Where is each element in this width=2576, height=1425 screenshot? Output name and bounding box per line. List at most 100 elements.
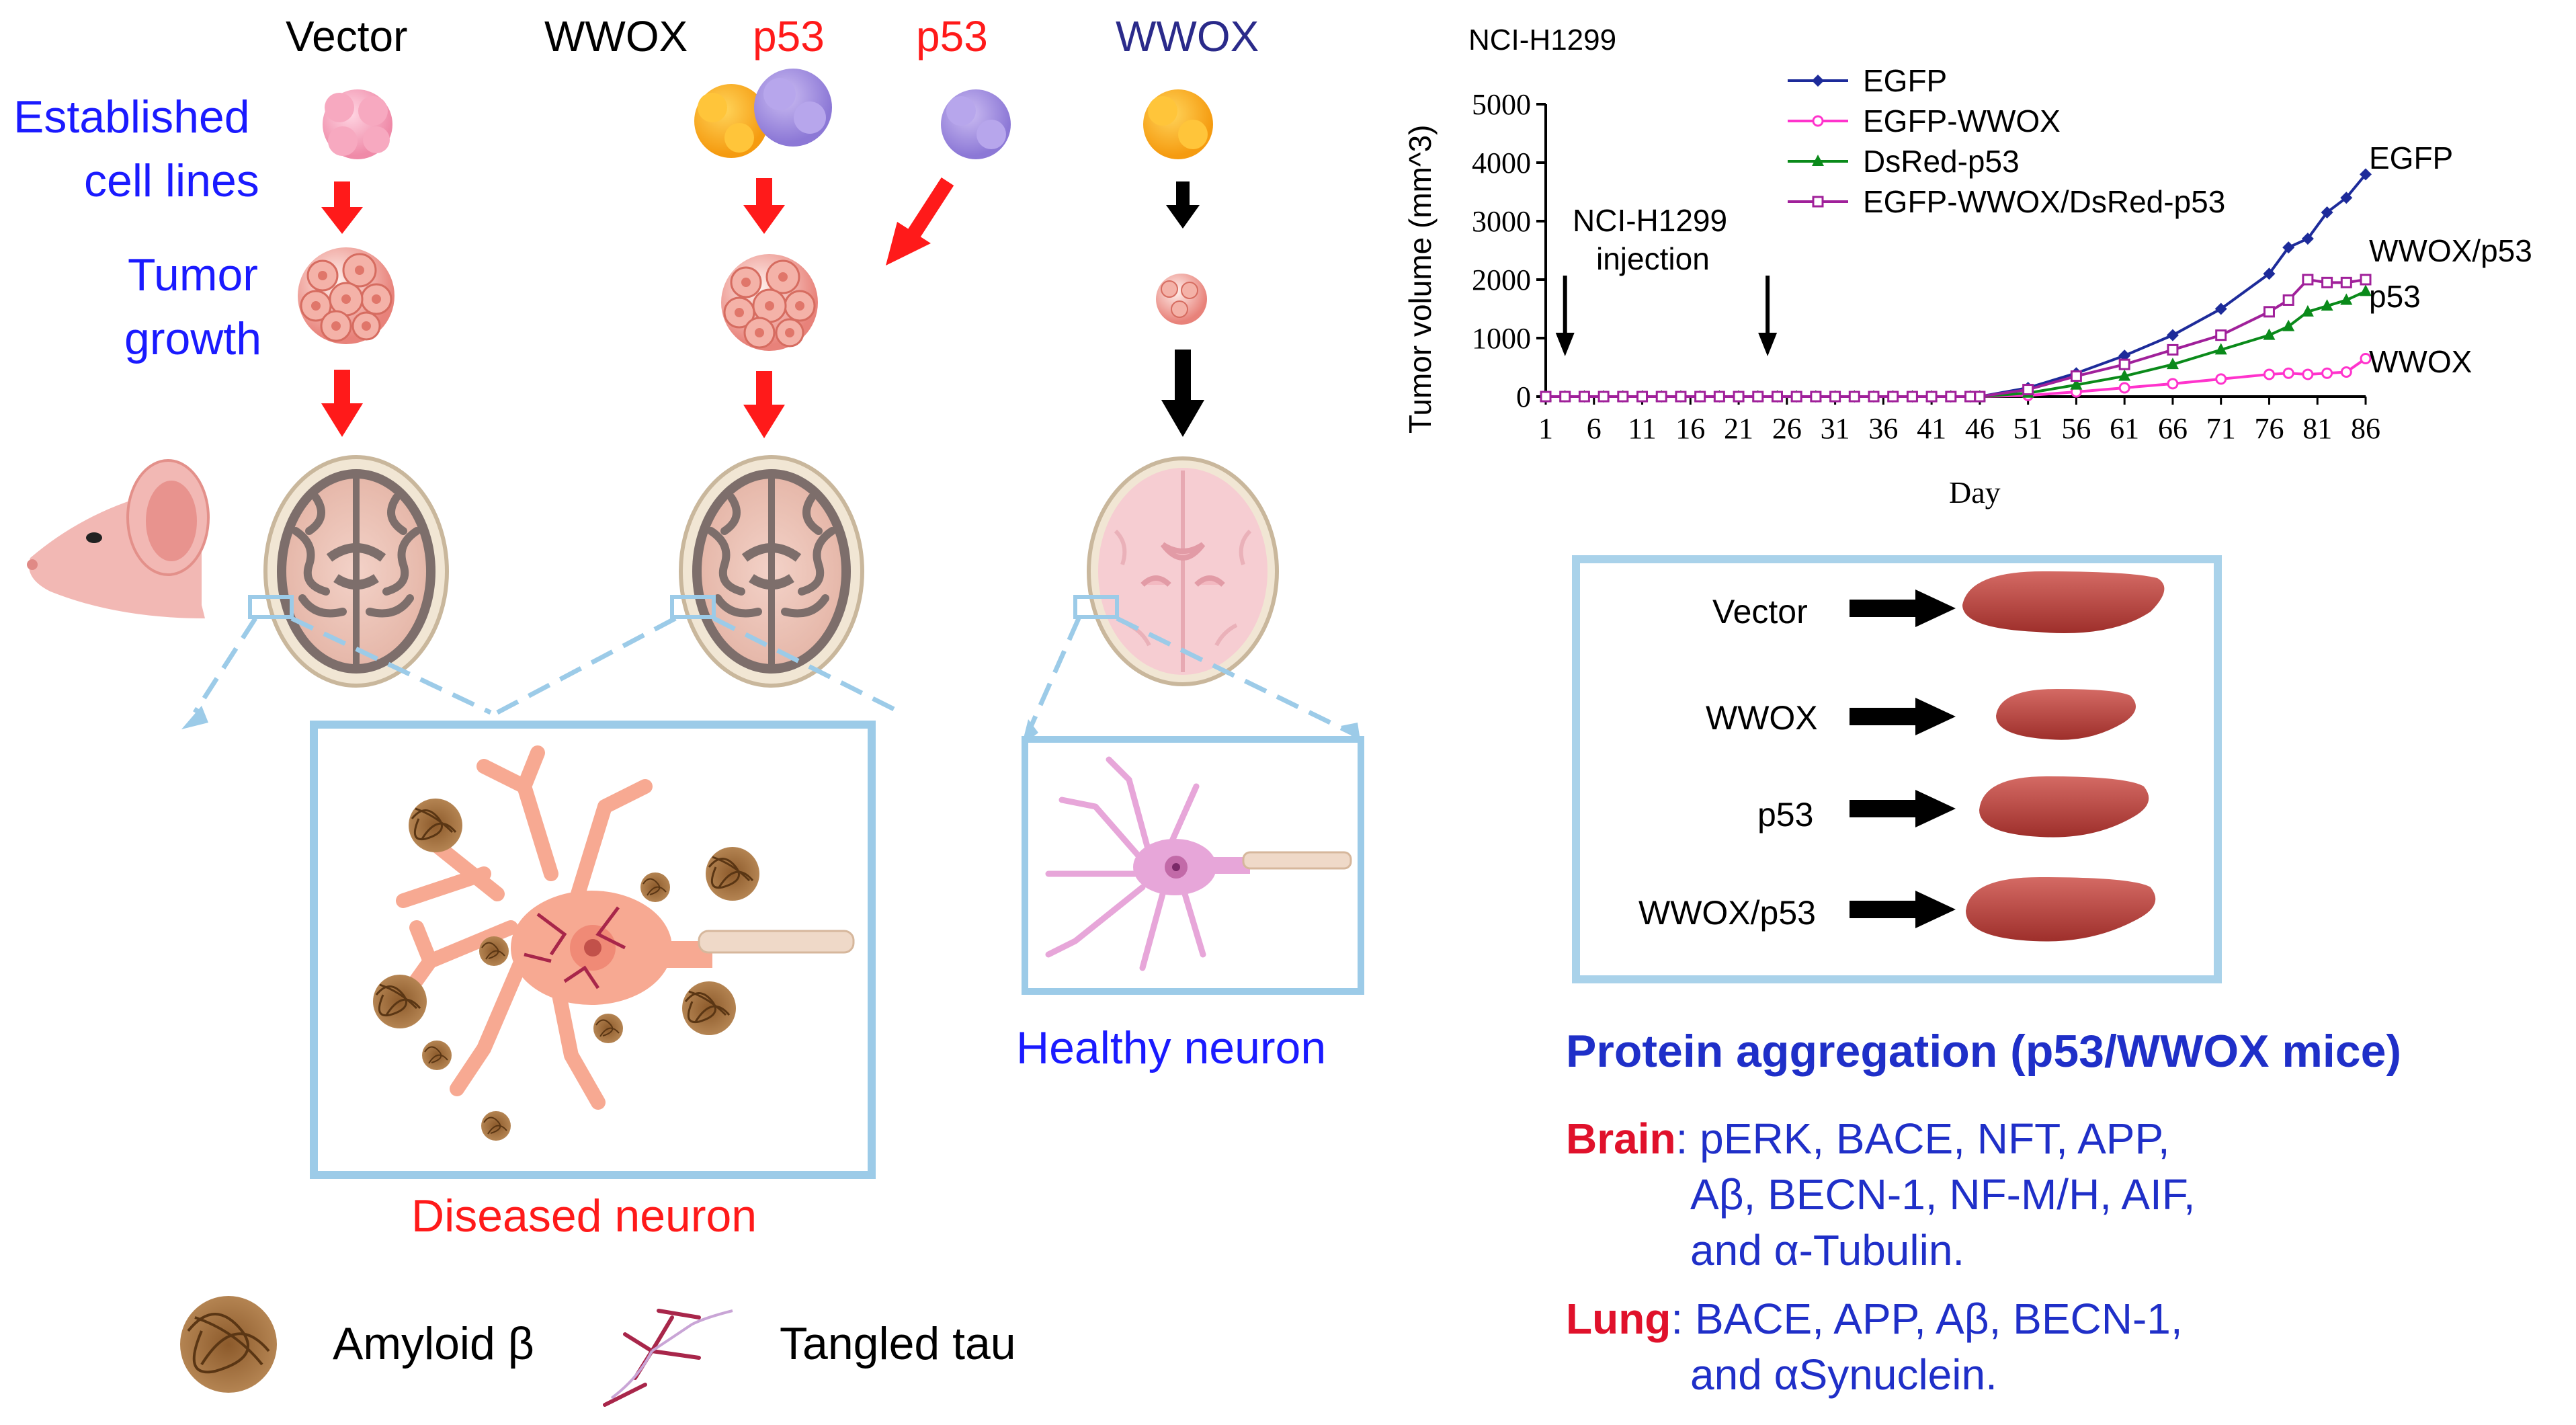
red-arrow [743, 371, 785, 438]
chart-point [1597, 391, 1610, 403]
lung-list-2: and αSynuclein. [1690, 1350, 1997, 1399]
tumor-vector [296, 246, 396, 345]
chart-point [2340, 293, 2353, 305]
chart-point [2070, 370, 2082, 382]
brain-tag: Brain [1566, 1114, 1676, 1163]
amyloid-aggregate [593, 1013, 624, 1044]
chart-point [2321, 299, 2333, 311]
red-arrow [743, 178, 785, 234]
chart-point [1906, 391, 1918, 403]
chart-point [1812, 115, 1824, 127]
chart-point [1812, 155, 1824, 166]
healthy-neuron [1045, 756, 1352, 971]
chart-x-tick-label: 56 [2061, 412, 2091, 445]
header-vector: Vector [286, 12, 408, 60]
red-diagonal-arrow [886, 177, 954, 266]
chart-point [1655, 391, 1667, 403]
chart-x-tick-label: 86 [2351, 412, 2380, 445]
label-cell-lines: cell lines [84, 155, 259, 206]
chart-point [1945, 391, 1957, 403]
chart-y-tick-label: 2000 [1472, 263, 1531, 296]
chart-point [1887, 391, 1899, 403]
chart-point [2215, 329, 2227, 341]
mouse-illustration [27, 459, 210, 618]
chart-point [2214, 302, 2227, 315]
chart-point [2118, 358, 2130, 370]
chart-x-tick-label: 16 [1675, 412, 1705, 445]
spleen-label-p53: p53 [1757, 796, 1814, 833]
amyloid-aggregate [407, 797, 464, 854]
vector-cell-cluster [323, 89, 392, 159]
injection-arrow-head [1758, 333, 1778, 356]
amyloid-aggregate [681, 980, 737, 1036]
chart-point [1790, 391, 1802, 403]
chart-point [2360, 352, 2372, 364]
black-arrow [1161, 350, 1204, 437]
chart-point [2166, 329, 2179, 341]
chart-x-tick-label: 11 [1628, 412, 1656, 445]
legend-tangled-tau: Tangled tau [780, 1318, 1016, 1369]
end-label-egfp: EGFP [2369, 140, 2454, 175]
red-arrow [321, 181, 363, 234]
spleen-label-wwox-p53: WWOX/p53 [1638, 894, 1816, 932]
red-arrow [321, 370, 363, 437]
chart-point [2263, 368, 2275, 380]
amyloid-aggregate [479, 936, 509, 967]
tumor-wwox-small [1156, 274, 1207, 325]
chart-title: NCI-H1299 [1468, 24, 1617, 56]
brain-list-3: and α-Tubulin. [1690, 1226, 1965, 1274]
chart-x-tick-label: 6 [1587, 412, 1602, 445]
chart-point [2282, 294, 2294, 306]
chart-series-line [1546, 290, 2366, 398]
chart-point [1540, 391, 1552, 403]
chart-x-tick-label: 51 [2013, 412, 2043, 445]
end-label-p53: p53 [2369, 279, 2421, 314]
chart-y-tick-label: 4000 [1472, 147, 1531, 179]
label-growth: growth [124, 313, 262, 364]
chart-x-tick-label: 26 [1772, 412, 1802, 445]
chart-point [2360, 168, 2372, 181]
spleen-arrows [1850, 589, 1956, 928]
injection-label-line2: injection [1596, 241, 1710, 276]
chart-point [1617, 391, 1629, 403]
chart-point [1752, 391, 1764, 403]
amyloid-aggregate [372, 973, 428, 1030]
chart-point [2360, 284, 2372, 296]
chart-point [2340, 276, 2352, 288]
label-tumor: Tumor [128, 249, 258, 300]
chart-point [2118, 350, 2131, 362]
chart-point [1559, 391, 1571, 403]
wwox-cell-cluster [1143, 89, 1213, 159]
spleens [1962, 571, 2165, 942]
amyloid-aggregate [640, 872, 671, 903]
chart-point [2167, 378, 2179, 390]
chart-xlabel: Day [1949, 475, 2001, 510]
chart-point [2263, 328, 2276, 340]
chart-ylabel: Tumor volume (mm^3) [1403, 124, 1438, 434]
chart-x-tick-label: 61 [2110, 412, 2139, 445]
diseased-neuron [389, 745, 855, 1110]
chart-x-tick-label: 46 [1965, 412, 1995, 445]
legend-label: EGFP [1863, 63, 1947, 98]
chart-point [2302, 274, 2314, 286]
spleen-label-wwox: WWOX [1706, 699, 1818, 737]
chart-point [2321, 276, 2333, 288]
amyloid-aggregate [481, 1110, 511, 1141]
chart-x-tick-label: 76 [2254, 412, 2284, 445]
diseased-neuron-label: Diseased neuron [411, 1190, 757, 1241]
legend-amyloid: Amyloid β [333, 1318, 534, 1369]
chart-point [1694, 391, 1706, 403]
chart-y-tick-label: 0 [1516, 380, 1531, 413]
chart-series-line [1546, 278, 2366, 398]
brain-line-1: Brain: pERK, BACE, NFT, APP, [1566, 1117, 2170, 1160]
wwox-p53-cell-cluster [694, 69, 832, 158]
chart-point [1578, 391, 1590, 403]
chart-point [1771, 391, 1783, 403]
chart-x-tick-label: 36 [1868, 412, 1898, 445]
chart-point [1636, 391, 1649, 403]
protein-aggregation-title: Protein aggregation (p53/WWOX mice) [1566, 1026, 2402, 1077]
brain-list-1: : pERK, BACE, NFT, APP, [1675, 1114, 2170, 1163]
chart-point [2282, 241, 2295, 254]
spleen-label-vector: Vector [1712, 593, 1808, 630]
